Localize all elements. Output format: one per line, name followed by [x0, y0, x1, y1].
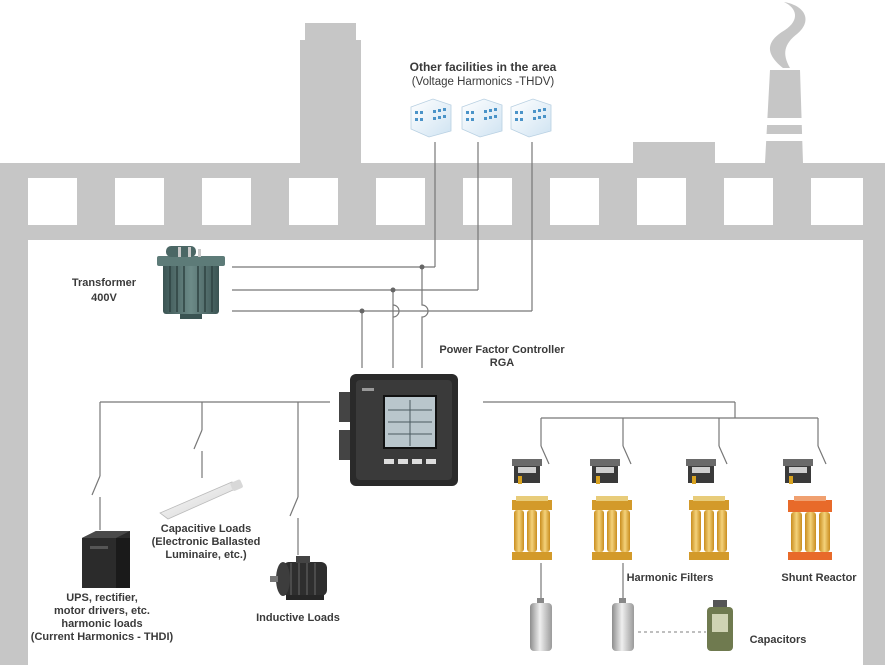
capacitive-loads-line3: Luminaire, etc.) [165, 549, 247, 561]
luminaire-icon [159, 479, 243, 520]
switch-icon [91, 429, 827, 555]
ups-icon [82, 531, 130, 588]
harmonic-loads-line4: (Current Harmonics - THDI) [30, 631, 174, 643]
contactor-icon [686, 459, 716, 484]
capacitive-loads-line2: (Electronic Ballasted [151, 536, 261, 548]
harmonic-loads-line3: harmonic loads [61, 618, 143, 630]
smokestack-icon [765, 118, 803, 141]
capacitors-label: Capacitors [749, 634, 807, 646]
power-factor-controller-icon [339, 374, 458, 486]
inductive-loads-label: Inductive Loads [256, 612, 340, 624]
capacitive-loads-line1: Capacitive Loads [160, 523, 252, 535]
facilities-subtitle: (Voltage Harmonics -THDV) [411, 76, 555, 88]
controller-model-label: RGA [489, 357, 515, 369]
capacitor-icon [530, 598, 552, 651]
reactor-icon [689, 496, 729, 560]
transformer-voltage-label: 400V [91, 292, 117, 304]
harmonic-filters-label: Harmonic Filters [626, 572, 714, 584]
capacitive-loads-label: Capacitive Loads (Electronic Ballasted L… [144, 523, 268, 562]
building-icon [510, 98, 552, 138]
building-icon [461, 98, 503, 138]
motor-icon [270, 556, 327, 600]
harmonic-loads-label: UPS, rectifier, motor drivers, etc. harm… [20, 592, 184, 644]
smoke-icon [770, 2, 806, 68]
capacitor-icon [612, 598, 634, 651]
harmonic-loads-line2: motor drivers, etc. [54, 605, 150, 617]
factory-building [0, 23, 885, 665]
wiring [99, 142, 819, 598]
transformer-label: Transformer [71, 277, 137, 289]
harmonic-loads-line1: UPS, rectifier, [66, 592, 138, 604]
contactor-icon [512, 459, 542, 484]
reactor-icon [512, 496, 552, 560]
shunt-reactor-label: Shunt Reactor [781, 572, 857, 584]
building-icon [410, 98, 452, 138]
capacitor-icon [707, 600, 733, 651]
junction-dots [359, 264, 425, 314]
controller-label: Power Factor Controller [439, 344, 565, 356]
contactor-icon [590, 459, 620, 484]
reactor-icon [788, 496, 832, 560]
facilities-title: Other facilities in the area [409, 60, 557, 74]
reactor-icon [592, 496, 632, 560]
transformer-icon [157, 246, 225, 319]
contactor-icon [783, 459, 813, 484]
